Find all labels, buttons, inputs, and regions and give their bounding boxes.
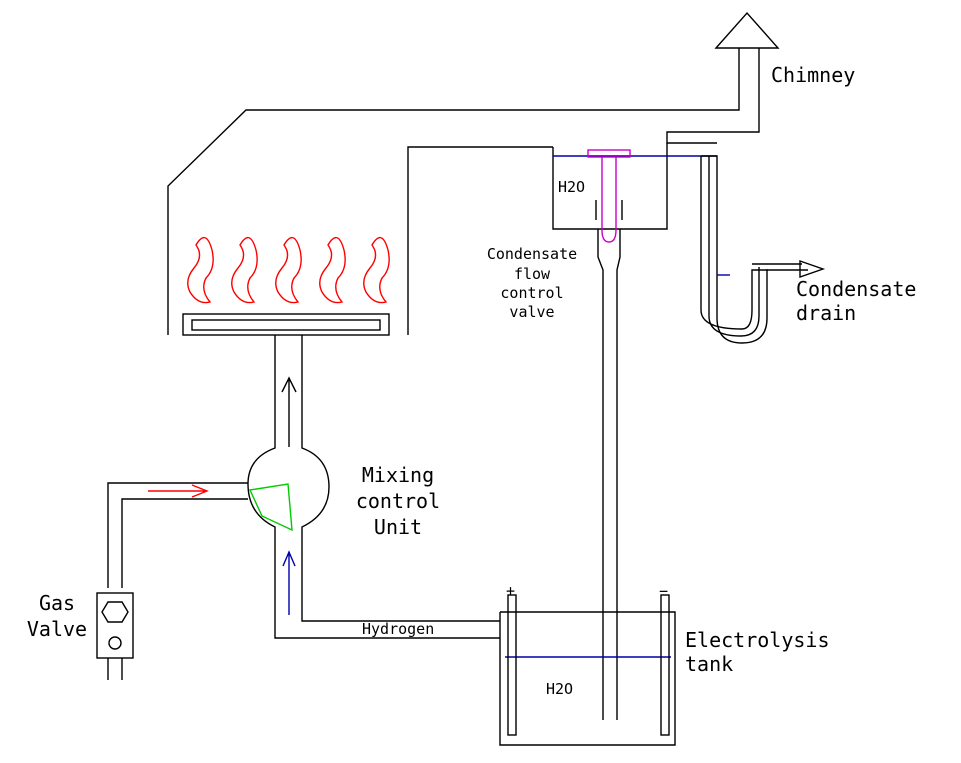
chimney-label: Chimney (771, 63, 855, 87)
svg-text:control: control (500, 284, 563, 302)
plus-terminal: + (506, 582, 515, 600)
condensate-trap (700, 155, 826, 344)
anode (507, 594, 517, 736)
svg-text:Condensate: Condensate (487, 245, 577, 263)
svg-text:control: control (356, 489, 440, 513)
gas-valve-label: Gas Valve (27, 591, 87, 641)
cathode (660, 594, 670, 736)
mixture-up-arrow (281, 376, 297, 447)
svg-text:flow: flow (514, 265, 551, 283)
chimney (167, 11, 780, 335)
mixing-control-unit (107, 335, 500, 639)
hydrogen-label: Hydrogen (362, 620, 434, 638)
electrolysis-tank: H2O + − (499, 582, 676, 746)
svg-text:Gas: Gas (39, 591, 75, 615)
svg-text:Valve: Valve (27, 617, 87, 641)
condensate-valve (587, 149, 631, 243)
hydrogen-flow-arrow (282, 550, 296, 615)
condensate-pipe-right (616, 229, 621, 720)
gas-flow-arrow (148, 484, 209, 498)
gas-valve (96, 592, 134, 680)
mixing-flap (248, 483, 293, 532)
svg-text:Mixing: Mixing (362, 463, 434, 487)
condensate-collector: H2O (552, 143, 717, 230)
svg-text:Unit: Unit (374, 515, 422, 539)
svg-text:Electrolysis: Electrolysis (685, 628, 830, 652)
water-label-tank: H2O (546, 680, 573, 698)
electrolysis-tank-label: Electrolysis tank (685, 628, 830, 676)
flames (187, 237, 390, 304)
svg-text:drain: drain (796, 301, 856, 325)
svg-text:Condensate: Condensate (796, 277, 916, 301)
water-label-top: H2O (558, 178, 585, 196)
mixing-unit-label: Mixing control Unit (356, 463, 440, 539)
svg-text:valve: valve (509, 303, 554, 321)
burner (182, 313, 390, 336)
condensate-pipe-left (597, 229, 604, 720)
svg-text:tank: tank (685, 652, 733, 676)
condensate-drain-label: Condensate drain (796, 277, 916, 325)
condensate-valve-label: Condensate flow control valve (487, 245, 577, 321)
boiler-inner-wall (407, 146, 553, 335)
minus-terminal: − (659, 582, 668, 600)
